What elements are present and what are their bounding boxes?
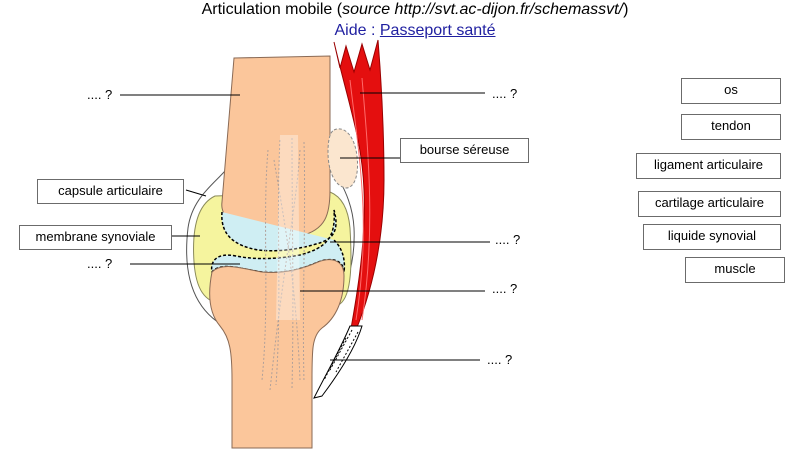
- tendon: [313, 325, 363, 399]
- leader-lines: [120, 92, 490, 361]
- label-membrane-synoviale[interactable]: membrane synoviale: [19, 225, 172, 250]
- tag-os[interactable]: os: [681, 78, 781, 104]
- tag-tendon[interactable]: tendon: [681, 114, 781, 140]
- diagram-title: Articulation mobile (source http://svt.a…: [0, 1, 795, 19]
- title-suffix: ): [623, 1, 629, 18]
- blank-cartilage: .... ?: [87, 256, 113, 271]
- label-capsule-articulaire[interactable]: capsule articulaire: [37, 179, 184, 204]
- lower-bone: [209, 259, 345, 449]
- title-source: source http://svt.ac-dijon.fr/schemassvt…: [342, 1, 624, 18]
- ligament-highlight: [276, 135, 300, 320]
- blank-muscle: .... ?: [492, 86, 518, 101]
- muscle-fibre-lines: [349, 77, 371, 321]
- blank-ligament: .... ?: [492, 281, 518, 296]
- tag-liquide-synovial[interactable]: liquide synovial: [643, 224, 781, 250]
- aide-label: Aide: [334, 22, 367, 39]
- upper-bone: [221, 55, 331, 238]
- blank-liquide: .... ?: [495, 232, 521, 247]
- blank-os: .... ?: [87, 87, 113, 102]
- aide-separator: :: [366, 22, 380, 39]
- aide-line: Aide : Passeport santé: [0, 22, 795, 40]
- tag-cartilage-articulaire[interactable]: cartilage articulaire: [638, 191, 781, 217]
- tag-ligament-articulaire[interactable]: ligament articulaire: [636, 153, 781, 179]
- tag-muscle[interactable]: muscle: [685, 257, 785, 283]
- title-prefix: Articulation mobile (: [201, 1, 343, 18]
- ligament-fibres: [261, 137, 306, 391]
- passeport-sante-link[interactable]: Passeport santé: [379, 22, 496, 39]
- label-bourse-sereuse[interactable]: bourse séreuse: [400, 138, 529, 163]
- blank-tendon: .... ?: [487, 352, 513, 367]
